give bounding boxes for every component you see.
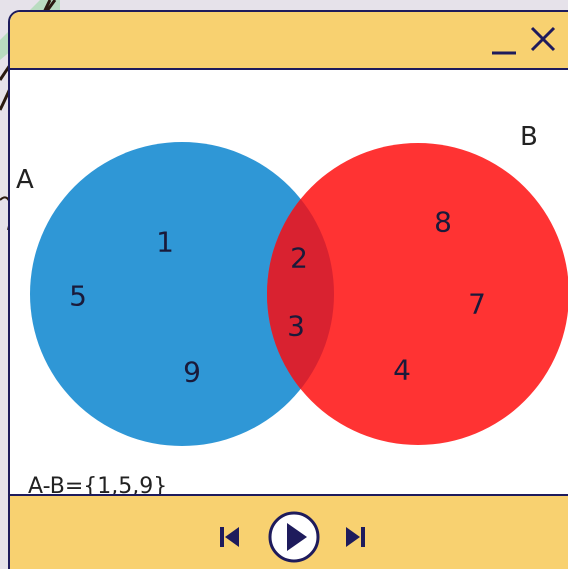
difference-result: A-B={1,5,9} <box>28 474 168 494</box>
next-button[interactable] <box>343 524 367 550</box>
venn-diagram <box>30 142 568 446</box>
set-a-label: A <box>16 165 34 195</box>
a-only-element: 9 <box>183 355 201 389</box>
b-only-element: 4 <box>393 353 411 387</box>
minimize-button[interactable] <box>488 22 522 58</box>
b-only-element: 8 <box>434 205 452 239</box>
close-icon <box>530 26 556 52</box>
play-icon <box>268 511 320 563</box>
skip-back-icon <box>220 527 239 547</box>
close-button[interactable] <box>526 22 560 58</box>
b-only-element: 7 <box>468 287 486 321</box>
intersection-element: 2 <box>290 241 308 275</box>
a-only-element: 1 <box>156 225 174 259</box>
set-a-circle <box>30 142 334 446</box>
intersection-element: 3 <box>287 309 305 343</box>
set-b-label: B <box>520 122 538 152</box>
skip-forward-icon <box>346 527 365 547</box>
venn-canvas: A B 1 5 9 2 3 8 7 4 A-B={1,5,9} <box>10 70 568 494</box>
previous-button[interactable] <box>218 524 242 550</box>
venn-window: A B 1 5 9 2 3 8 7 4 A-B={1,5,9} <box>8 10 568 569</box>
minimize-icon <box>492 51 516 55</box>
set-b-circle <box>267 143 568 445</box>
playback-controls <box>10 494 568 569</box>
play-button[interactable] <box>267 510 321 564</box>
title-bar <box>10 12 568 70</box>
a-only-element: 5 <box>69 279 87 313</box>
